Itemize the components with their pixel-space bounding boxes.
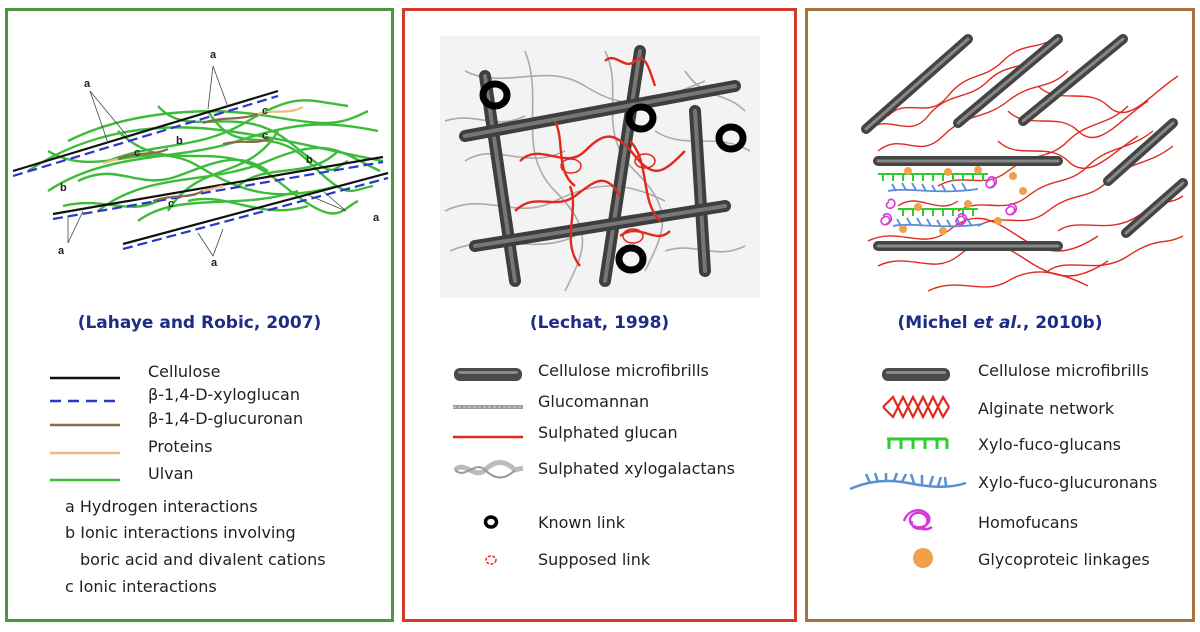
homofucan-scribbles: [880, 176, 1018, 226]
microfibril-rods: [861, 34, 1188, 251]
ulvan-cell-wall-diagram: a a a a a b b b c c c c: [12, 49, 389, 269]
legend-label-xyloglucan: β-1,4-D-xyloglucan: [148, 385, 300, 404]
note-b-line2: boric acid and divalent cations: [80, 550, 326, 569]
label-c-3: c: [134, 147, 140, 159]
legend-label-glycoproteic-linkages: Glycoproteic linkages: [978, 550, 1150, 569]
label-a-2: a: [210, 49, 217, 61]
note-b-line1: b Ionic interactions involving: [65, 523, 296, 542]
sulphated-glucan-line-icon: [453, 435, 523, 439]
glycoproteic-dot-icon: [913, 548, 933, 568]
citation-michel-post: , 2010b): [1022, 313, 1103, 333]
legend-label-supposed-link: Supposed link: [538, 550, 651, 569]
glycoproteic-dots: [899, 166, 1027, 235]
cellulose-line-icon: [50, 376, 120, 380]
proteins-line-icon: [50, 451, 120, 455]
lahaye-robic-panel: a a a a a b b b c c c c (Lahaye and Robi…: [5, 8, 394, 622]
citation-michel-etal: et al.: [973, 313, 1023, 333]
xylo-fuco-glucan-comb-icon: [887, 437, 949, 449]
label-b-2: b: [306, 154, 313, 166]
sulphated-xylogalactan-icon: [453, 460, 524, 479]
legend-label-sulphated-glucan: Sulphated glucan: [538, 423, 678, 442]
michel-cell-wall-diagram: [861, 34, 1188, 292]
legend-label-cellulose-microfibrills: Cellulose microfibrills: [978, 361, 1149, 380]
label-a-5: a: [211, 257, 218, 269]
xylo-fuco-glucan-combs: [878, 173, 988, 216]
ulvan-line-icon: [50, 478, 120, 482]
microfibril-rod-icon: [454, 368, 522, 381]
sulphated-glucan-chains: [514, 56, 686, 267]
legend-label-alginate-network: Alginate network: [978, 399, 1115, 418]
known-link-ring-icon: [483, 515, 499, 529]
microfibril-rods: [459, 45, 741, 287]
label-a-4: a: [58, 245, 65, 257]
legend-label-known-link: Known link: [538, 513, 626, 532]
supposed-link-icon: [485, 555, 497, 565]
label-c-1: c: [262, 105, 268, 117]
note-c: c Ionic interactions: [65, 577, 217, 596]
homofucan-scribble-icon: [902, 509, 933, 531]
lechat-cell-wall-diagram: [440, 36, 760, 298]
legend-label-homofucans: Homofucans: [978, 513, 1079, 532]
supposed-links: [560, 153, 656, 244]
legend-label-ulvan: Ulvan: [148, 464, 194, 483]
legend-label-cellulose-microfibrills: Cellulose microfibrills: [538, 361, 709, 380]
xyloglucan-dashed-line-icon: [50, 399, 120, 403]
label-a-3: a: [373, 212, 380, 224]
michel-panel: (Michel et al., 2010b) Cellulose microfi…: [805, 8, 1195, 622]
legend-label-glucuronan: β-1,4-D-glucuronan: [148, 409, 304, 428]
legend-label-proteins: Proteins: [148, 437, 213, 456]
label-c-2: c: [262, 130, 268, 142]
xylo-fuco-glucuronan-comb-icon: [849, 472, 967, 491]
microfibril-rod-icon: [882, 368, 950, 381]
label-c-4: c: [168, 198, 174, 210]
xylo-fuco-glucuronan-combs: [887, 182, 984, 228]
citation-lahaye-robic: (Lahaye and Robic, 2007): [77, 313, 322, 333]
annotation-pointers: [67, 65, 347, 257]
legend-label-xylo-fuco-glucans: Xylo-fuco-glucans: [978, 435, 1121, 454]
glucomannan-strand-icon: [453, 405, 523, 409]
known-link-rings: [479, 80, 747, 274]
legend-label-glucomannan: Glucomannan: [538, 392, 650, 411]
cellulose-xyloglucan-pairs: [12, 89, 389, 251]
legend-label-sulphated-xylogalactans: Sulphated xylogalactans: [538, 459, 735, 478]
citation-michel: (Michel et al., 2010b): [808, 313, 1192, 333]
label-a-1: a: [84, 78, 91, 90]
alginate-zigzag-icon: [882, 395, 950, 419]
citation-lechat: (Lechat, 1998): [529, 313, 670, 333]
label-b-1: b: [176, 135, 183, 147]
legend-label-xylo-fuco-glucuronans: Xylo-fuco-glucuronans: [978, 473, 1158, 492]
lechat-panel: (Lechat, 1998) Cellulose microfibrills G…: [402, 8, 797, 622]
label-b-3: b: [60, 182, 67, 194]
glucuronan-protein-strands: [102, 106, 304, 203]
glucuronan-line-icon: [50, 423, 120, 427]
legend-label-cellulose: Cellulose: [148, 362, 221, 381]
citation-michel-pre: (Michel: [897, 313, 974, 333]
note-a: a Hydrogen interactions: [65, 497, 258, 516]
